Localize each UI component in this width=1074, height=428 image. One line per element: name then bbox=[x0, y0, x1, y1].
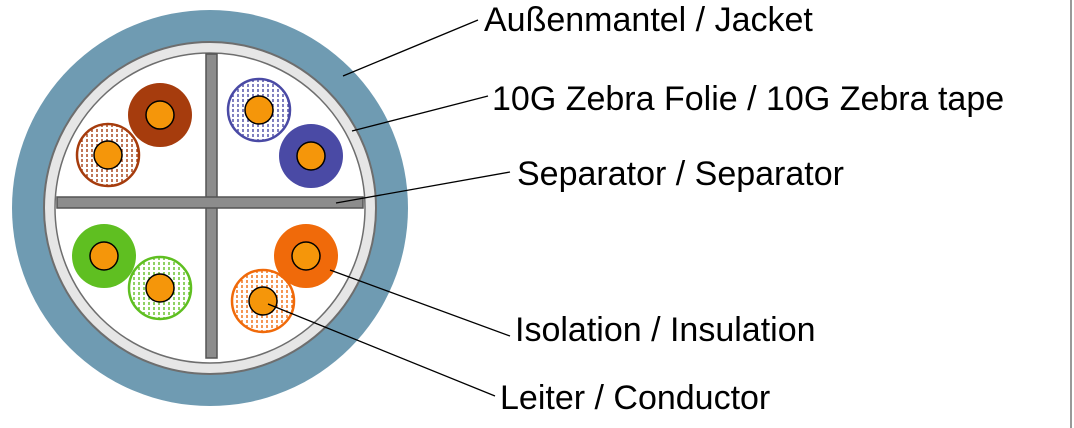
pair-green bbox=[72, 224, 193, 321]
leader-conductor bbox=[267, 303, 496, 397]
wire-orange-white-conductor bbox=[248, 286, 278, 316]
wire-brown-white-conductor bbox=[93, 140, 123, 170]
label-separator: Separator / Separator bbox=[517, 155, 844, 193]
leader-jacket bbox=[342, 19, 479, 77]
leader-lines bbox=[267, 19, 511, 397]
pair-orange bbox=[230, 224, 338, 334]
leader-separator bbox=[335, 171, 511, 204]
wire-green-white-conductor bbox=[145, 273, 175, 303]
wire-green-conductor bbox=[89, 241, 119, 271]
wire-orange-conductor bbox=[291, 241, 321, 271]
label-zebra-tape: 10G Zebra Folie / 10G Zebra tape bbox=[492, 80, 1004, 118]
pair-brown bbox=[75, 83, 192, 188]
wire-blue-conductor bbox=[296, 141, 326, 171]
label-insulation: Isolation / Insulation bbox=[515, 311, 816, 349]
cross-separator bbox=[56, 53, 364, 359]
wire-brown-conductor bbox=[145, 100, 175, 130]
label-jacket: Außenmantel / Jacket bbox=[484, 1, 813, 39]
leader-insulation bbox=[329, 269, 511, 337]
wire-blue-white-conductor bbox=[244, 95, 274, 125]
label-conductor: Leiter / Conductor bbox=[500, 379, 770, 417]
separator-horizontal bbox=[56, 196, 364, 209]
leader-zebra-tape bbox=[351, 95, 489, 132]
pair-blue bbox=[226, 77, 343, 188]
